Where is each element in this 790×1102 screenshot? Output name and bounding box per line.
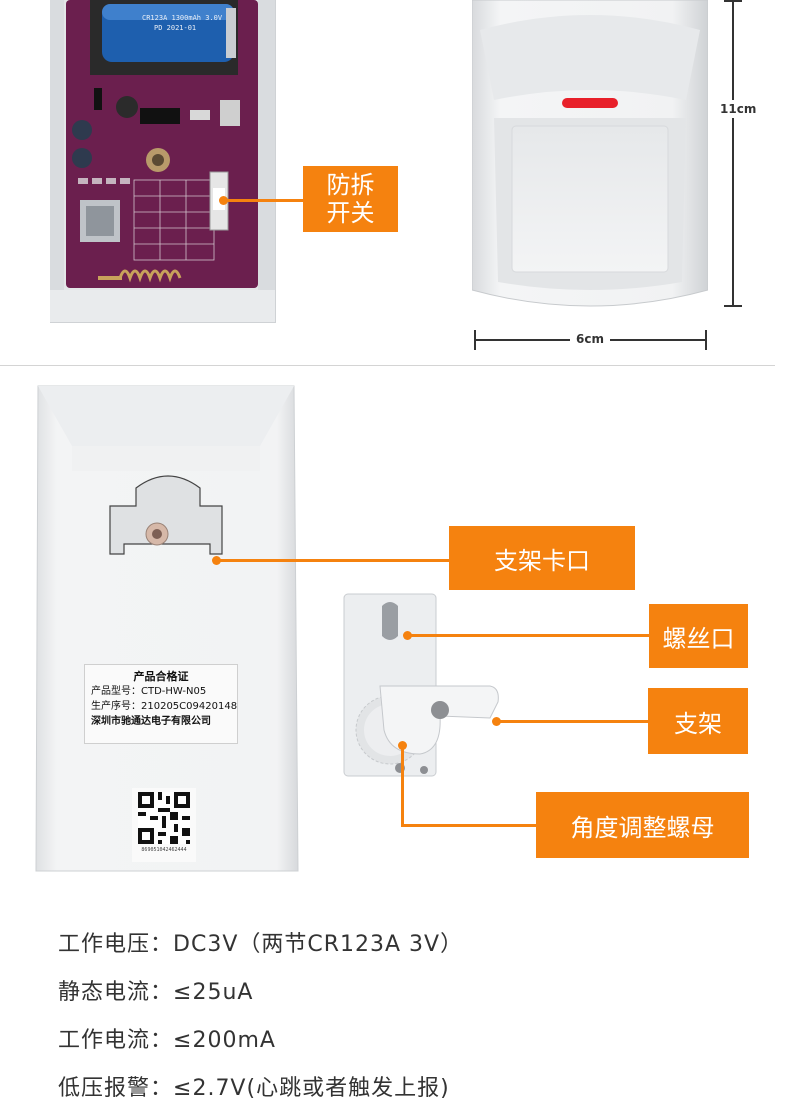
bracket-callout: 支架 bbox=[648, 688, 748, 754]
spec-operating-current: 工作电流：≤200mA bbox=[58, 1022, 276, 1054]
height-dimension-text: 11cm bbox=[720, 100, 757, 118]
battery-print-line2: PD 2021-01 bbox=[154, 24, 197, 32]
pcb-board-image bbox=[50, 0, 275, 322]
section-divider bbox=[0, 365, 775, 366]
detector-front-image bbox=[472, 0, 708, 307]
spec-label: 低压报警： bbox=[58, 1076, 174, 1101]
qr-number: 869051042462444 bbox=[141, 847, 187, 853]
tamper-switch-dot bbox=[219, 196, 228, 205]
spec-value: DC3V（两节CR123A 3V） bbox=[173, 932, 464, 957]
detector-back-photo: 产品合格证 产品型号：CTD-HW-N05 生产序号：210205C094201… bbox=[32, 376, 300, 880]
angle-nut-callout: 角度调整螺母 bbox=[536, 792, 749, 858]
pcb-photo: CR123A 1300mAh 3.0V PD 2021-01 bbox=[50, 0, 276, 323]
qr-code-label: 869051042462444 bbox=[132, 788, 196, 862]
tamper-switch-label-line2: 开关 bbox=[326, 199, 375, 227]
qr-code-icon bbox=[138, 792, 190, 844]
certificate-title: 产品合格证 bbox=[133, 670, 189, 683]
angle-nut-leader-horizontal bbox=[401, 824, 537, 827]
bracket-dot bbox=[492, 717, 501, 726]
spec-operating-voltage: 工作电压：DC3V（两节CR123A 3V） bbox=[58, 926, 463, 958]
bracket-leader-line bbox=[499, 720, 649, 723]
screw-hole-dot bbox=[403, 631, 412, 640]
detector-back-image bbox=[35, 385, 299, 872]
spec-label: 静态电流： bbox=[58, 980, 174, 1005]
spec-low-voltage-alarm: 低压报警：≤2.7V(心跳或者触发上报) bbox=[58, 1070, 450, 1102]
top-section: CR123A 1300mAh 3.0V PD 2021-01 防拆 开关 bbox=[0, 0, 790, 365]
angle-nut-dot bbox=[398, 741, 407, 750]
height-dimension-bottom-tick bbox=[724, 305, 742, 307]
spec-value: ≤25uA bbox=[173, 980, 254, 1005]
certificate-serial: 生产序号：210205C09420148 bbox=[91, 701, 238, 712]
spec-standby-current: 静态电流：≤25uA bbox=[58, 974, 253, 1006]
spec-value: ≤2.7V(心跳或者触发上报) bbox=[173, 1076, 450, 1101]
certificate-label: 产品合格证 产品型号：CTD-HW-N05 生产序号：210205C094201… bbox=[84, 664, 238, 744]
tamper-switch-callout: 防拆 开关 bbox=[303, 166, 398, 232]
certificate-model: 产品型号：CTD-HW-N05 bbox=[91, 686, 207, 697]
height-dimension-line bbox=[732, 0, 734, 306]
tamper-switch-leader-line bbox=[224, 199, 304, 202]
bracket-image bbox=[343, 593, 499, 777]
bracket-slot-dot bbox=[212, 556, 221, 565]
bracket-slot-callout: 支架卡口 bbox=[449, 526, 635, 590]
spec-label: 工作电压： bbox=[58, 932, 174, 957]
bracket-slot-leader-line bbox=[218, 559, 450, 562]
screw-hole-leader-line bbox=[410, 634, 650, 637]
bottom-section: 产品合格证 产品型号：CTD-HW-N05 生产序号：210205C094201… bbox=[0, 366, 790, 1102]
tamper-switch-label-line1: 防拆 bbox=[326, 171, 375, 199]
width-dimension-right-tick bbox=[705, 330, 707, 350]
screw-hole-callout: 螺丝口 bbox=[649, 604, 748, 668]
certificate-company: 深圳市驰通达电子有限公司 bbox=[91, 716, 211, 727]
spec-label: 工作电流： bbox=[58, 1028, 174, 1053]
battery-print-line1: CR123A 1300mAh 3.0V bbox=[142, 14, 223, 22]
bracket-photo bbox=[340, 590, 505, 780]
detector-front-photo bbox=[472, 0, 708, 310]
width-dimension-text: 6cm bbox=[570, 332, 610, 346]
spec-value: ≤200mA bbox=[173, 1028, 276, 1053]
angle-nut-leader-vertical bbox=[401, 746, 404, 826]
